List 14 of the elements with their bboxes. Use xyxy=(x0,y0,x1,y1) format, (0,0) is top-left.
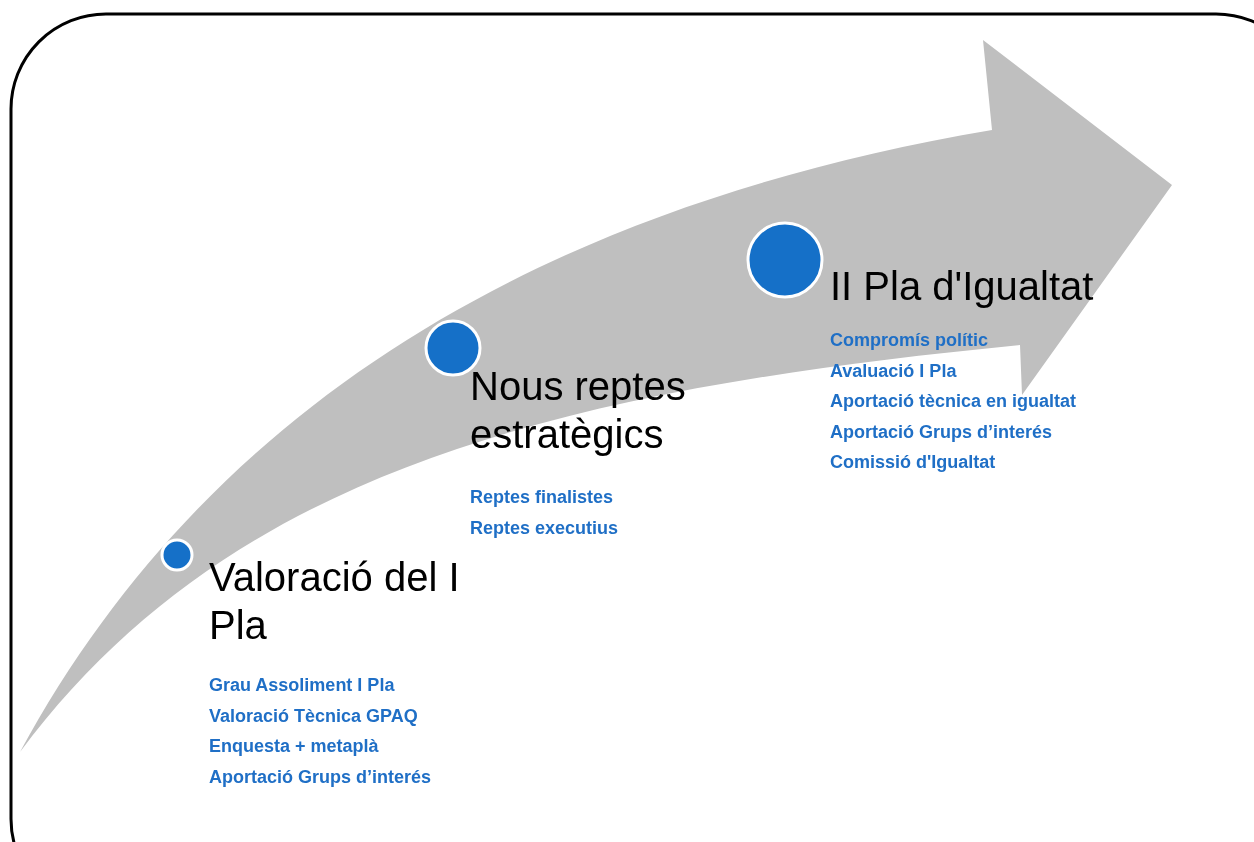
bullet-text: Enquesta + metaplà xyxy=(209,735,380,758)
bullet-text: Reptes finalistes xyxy=(470,486,615,509)
bullet-text: Valoració Tècnica GPAQ xyxy=(209,704,419,728)
bullet-text: Aportació tècnica en igualtat xyxy=(830,390,1077,413)
bullet-text: Reptes executius xyxy=(470,516,619,540)
stage-heading: Valoració del I Pla xyxy=(209,554,461,649)
bullet-text: Aportació Grups d’interés xyxy=(209,765,432,789)
stage-heading: Nous reptes estratègics xyxy=(470,363,687,458)
stage-heading: II Pla d'Igualtat xyxy=(830,263,1095,310)
bullet-text: Aportació Grups d’interés xyxy=(830,420,1054,444)
bullet-text: Comissió d'Igualtat xyxy=(830,451,997,474)
bullet-text: Compromís polític xyxy=(830,329,989,352)
bullet-text: Grau Assoliment I Pla xyxy=(209,674,396,697)
bullet-text: Avaluació I Pla xyxy=(830,359,958,383)
